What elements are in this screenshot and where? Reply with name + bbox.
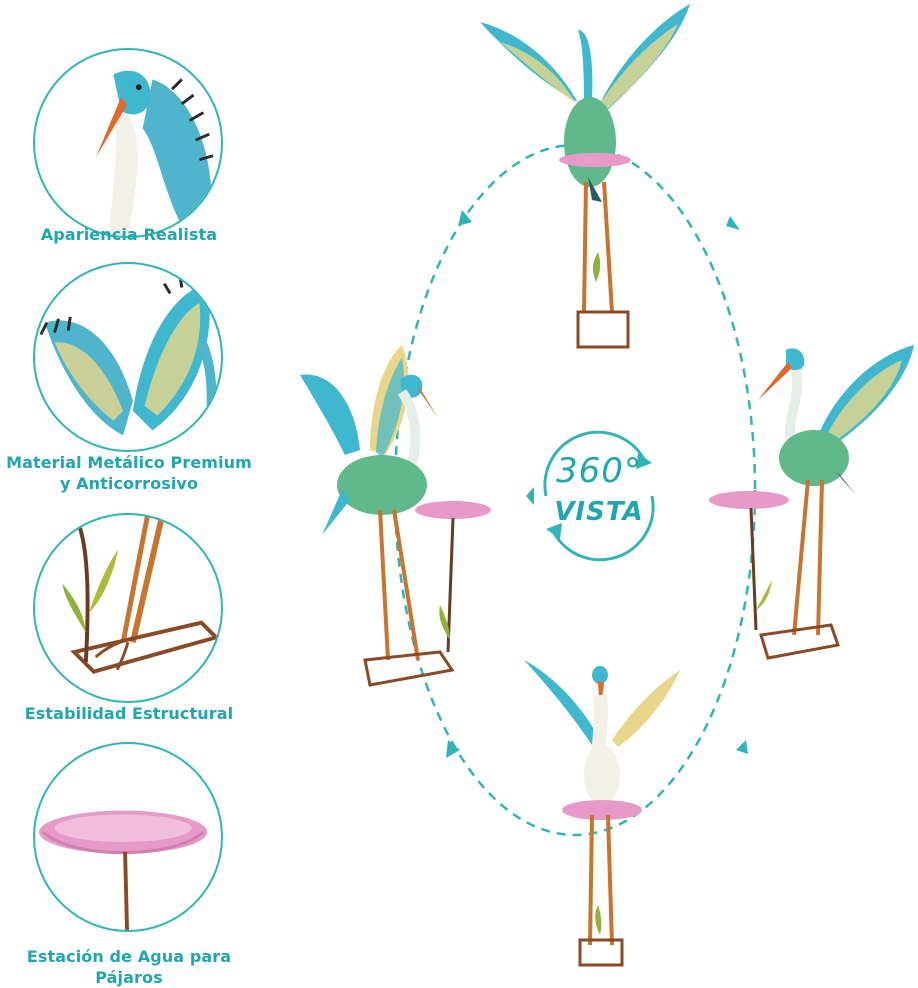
heron-view-left: [290, 340, 500, 690]
rotation-label: VISTA: [554, 497, 644, 527]
feature-image-wings: [33, 262, 223, 452]
feature-caption: Material Metálico Premium y Anticorrosiv…: [6, 453, 252, 493]
heron-view-front: [522, 655, 682, 970]
feature-caption: Estabilidad Estructural: [24, 704, 234, 723]
heron-view-back: [478, 2, 693, 352]
orbit-arrow-top-left: [458, 210, 472, 226]
heron-view-right: [706, 340, 916, 670]
orbit-arrow-bottom-right: [736, 740, 748, 754]
feature-caption: Apariencia Realista: [40, 225, 218, 244]
feature-image-bath: [33, 742, 223, 932]
rotation-badge: 360° VISTA: [526, 423, 672, 569]
feature-caption: Estación de Agua para Pájaros: [26, 947, 232, 987]
orbit-arrow-bottom-left: [446, 740, 460, 758]
orbit-arrow-top-right: [726, 216, 740, 230]
rotation-degrees: 360°: [556, 451, 642, 491]
feature-image-base: [33, 513, 223, 703]
feature-image-head: [33, 48, 223, 238]
